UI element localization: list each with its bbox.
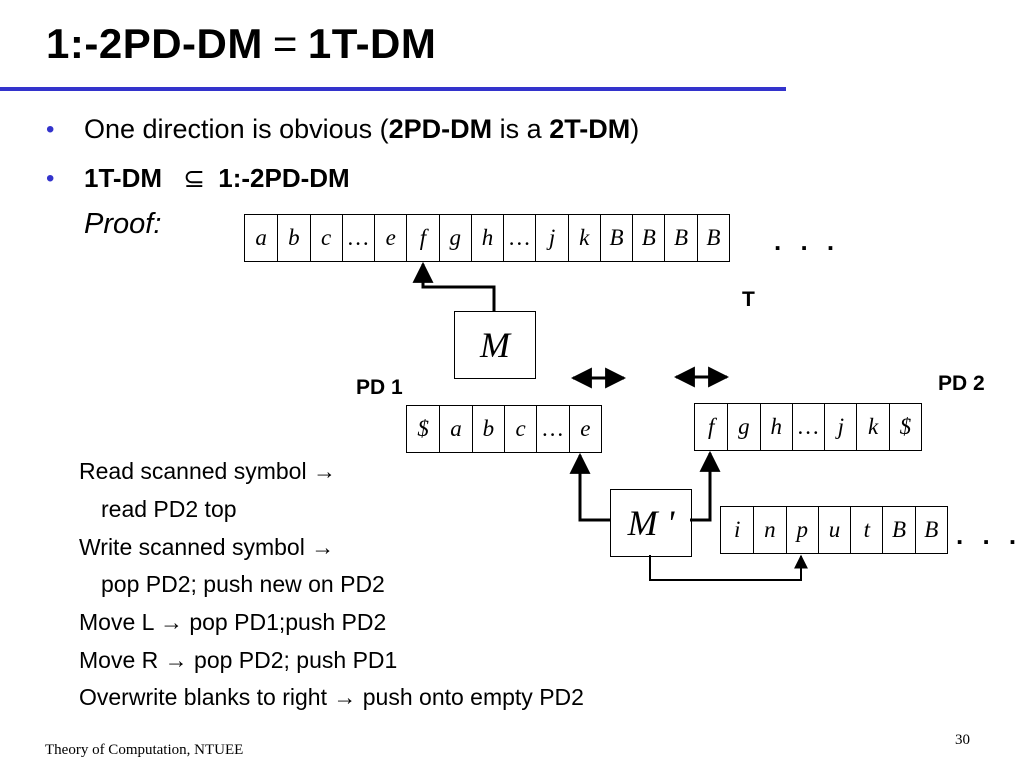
footer-text: Theory of Computation, NTUEE — [45, 742, 244, 758]
pd1-tape-cell: b — [471, 406, 504, 452]
bullet-1: • One direction is obvious (2PD-DM is a … — [46, 114, 640, 145]
rule-line-4: pop PD2; push new on PD2 — [101, 571, 385, 597]
proof-label: Proof: — [84, 208, 162, 240]
tape-t-label: T — [742, 288, 755, 311]
main-tape-cell: B — [599, 215, 632, 261]
bullet-1-suffix: ) — [630, 114, 640, 144]
bullet-dot: • — [46, 165, 55, 192]
bullet-dot: • — [46, 116, 55, 143]
input-tape-cell: B — [882, 507, 914, 553]
main-tape-cell: g — [438, 215, 471, 261]
main-tape-cell: b — [277, 215, 309, 261]
subset-symbol: ⊆ — [183, 163, 206, 193]
pd1-tape-cell: … — [536, 406, 568, 452]
pd2-tape-cell: … — [791, 404, 824, 450]
pd1-tape-cell: e — [568, 406, 601, 452]
pd2-tape-cell: k — [856, 404, 888, 450]
main-tape-cell: B — [696, 215, 729, 261]
main-tape-cell: f — [406, 215, 438, 261]
title-underline — [0, 87, 786, 91]
input-tape-cell: n — [753, 507, 785, 553]
title-equals: = — [272, 20, 298, 67]
rule-line-5: Move L → pop PD1;push PD2 — [79, 609, 387, 635]
pd1-tape-cell: a — [439, 406, 471, 452]
main-tape-cell: c — [309, 215, 342, 261]
main-tape-cell: … — [503, 215, 535, 261]
pd2-label: PD 2 — [938, 372, 985, 395]
pd2-tape-cell: $ — [888, 404, 921, 450]
m-head-connector — [412, 261, 496, 311]
m-prime-pd2-connector — [690, 450, 721, 522]
input-tape-cell: i — [733, 517, 741, 542]
main-tape-cell: j — [535, 215, 567, 261]
machine-m-box: M — [454, 311, 536, 379]
main-tape-ellipsis: . . . — [774, 226, 841, 256]
bullet-1-prefix: One direction is obvious ( — [84, 114, 389, 144]
bullet-2-right: 1:-2PD-DM — [218, 163, 350, 193]
rule-line-3: Write scanned symbol → — [79, 534, 335, 560]
rule-line-2: read PD2 top — [101, 496, 237, 522]
bullet-1-bold-2: 2T-DM — [549, 114, 631, 144]
pd2-tape-cell: h — [759, 404, 792, 450]
title-right: 1T-DM — [307, 20, 437, 67]
input-tape-cell: u — [817, 507, 850, 553]
title-left: 1:-2PD-DM — [46, 20, 263, 67]
slide-title: 1:-2PD-DM=1T-DM — [46, 20, 436, 68]
main-tape-cell: B — [664, 215, 696, 261]
main-tape-cell: B — [632, 215, 664, 261]
input-tape-cell: p — [785, 507, 818, 553]
main-tape-cell: e — [374, 215, 406, 261]
m-prime-pd1-connector — [569, 452, 610, 522]
bullet-2: • 1T-DM ⊆ 1:-2PD-DM — [46, 163, 350, 194]
bullet-1-bold-1: 2PD-DM — [388, 114, 493, 144]
pd2-tape-cell: g — [727, 404, 759, 450]
rule-line-6: Move R → pop PD2; push PD1 — [79, 647, 398, 673]
input-tape-cell: B — [914, 507, 947, 553]
input-tape-cell: t — [850, 507, 882, 553]
pd2-tape-cell: f — [707, 414, 715, 439]
page-number: 30 — [955, 732, 970, 748]
bullet-2-left: 1T-DM — [84, 163, 162, 193]
rule-line-7: Overwrite blanks to right → push onto em… — [79, 684, 584, 710]
pd2-tape-cell: j — [824, 404, 856, 450]
input-tape-ellipsis: . . . — [956, 520, 1023, 550]
bullet-1-middle: is a — [492, 114, 550, 144]
machine-m-prime-box: M ' — [610, 489, 692, 557]
m-prime-input-connector — [649, 554, 808, 581]
main-tape-cell: a — [255, 225, 267, 250]
pd1-label: PD 1 — [356, 376, 403, 399]
main-tape-cell: … — [341, 215, 374, 261]
main-tape-cell: k — [567, 215, 600, 261]
pd1-tape-cell: c — [503, 406, 536, 452]
main-tape-cell: h — [470, 215, 503, 261]
rule-line-1: Read scanned symbol → — [79, 458, 336, 484]
pd1-tape-cell: $ — [417, 416, 429, 441]
